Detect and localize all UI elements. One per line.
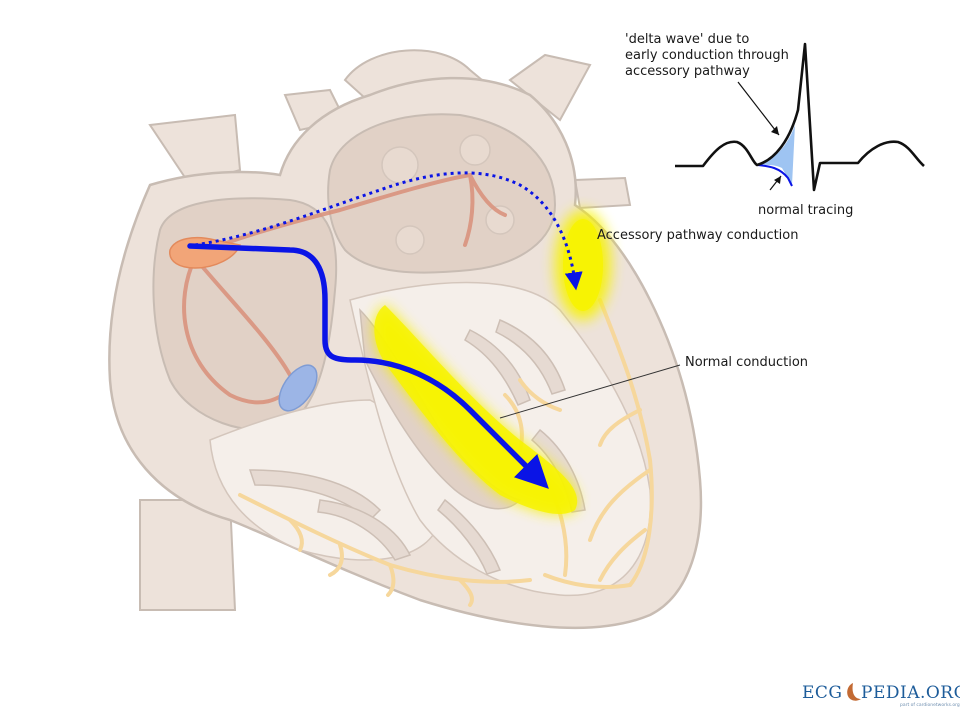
ecgpedia-logo: ECG PEDIA.ORG part of cardionetworks.org <box>802 683 960 708</box>
heart-logo-icon <box>847 683 861 701</box>
pulmonary-vein-openings <box>381 134 515 255</box>
accessory-pathway-arrow <box>194 171 583 291</box>
normal-conduction-arrow <box>187 243 549 489</box>
superior-vena-cava <box>148 113 242 187</box>
ecg-tracing <box>675 42 925 192</box>
normal-conduction-leader <box>499 364 681 419</box>
left-atrium <box>327 113 557 274</box>
delta-wave-label: 'delta wave' due to early conduction thr… <box>625 32 793 79</box>
internodal-tracts <box>182 173 507 405</box>
purkinje-left <box>238 378 569 607</box>
delta-wave-fill <box>757 125 795 185</box>
logo-text-left: ECG <box>802 683 843 703</box>
ecg-inset <box>675 42 925 192</box>
delta-wave-pointer <box>737 81 780 136</box>
normal-tracing-label: normal tracing <box>758 203 853 218</box>
normal-tracing <box>756 164 793 187</box>
pulmonary-vein <box>573 176 632 210</box>
purkinje-right <box>543 298 654 589</box>
av-node <box>278 364 318 412</box>
accessory-pathway-label: Accessory pathway conduction <box>597 228 799 243</box>
logo-text-right: PEDIA.ORG <box>861 683 960 703</box>
logo-subtext: part of cardionetworks.org <box>900 702 960 708</box>
normal-conduction-label: Normal conduction <box>685 355 808 370</box>
